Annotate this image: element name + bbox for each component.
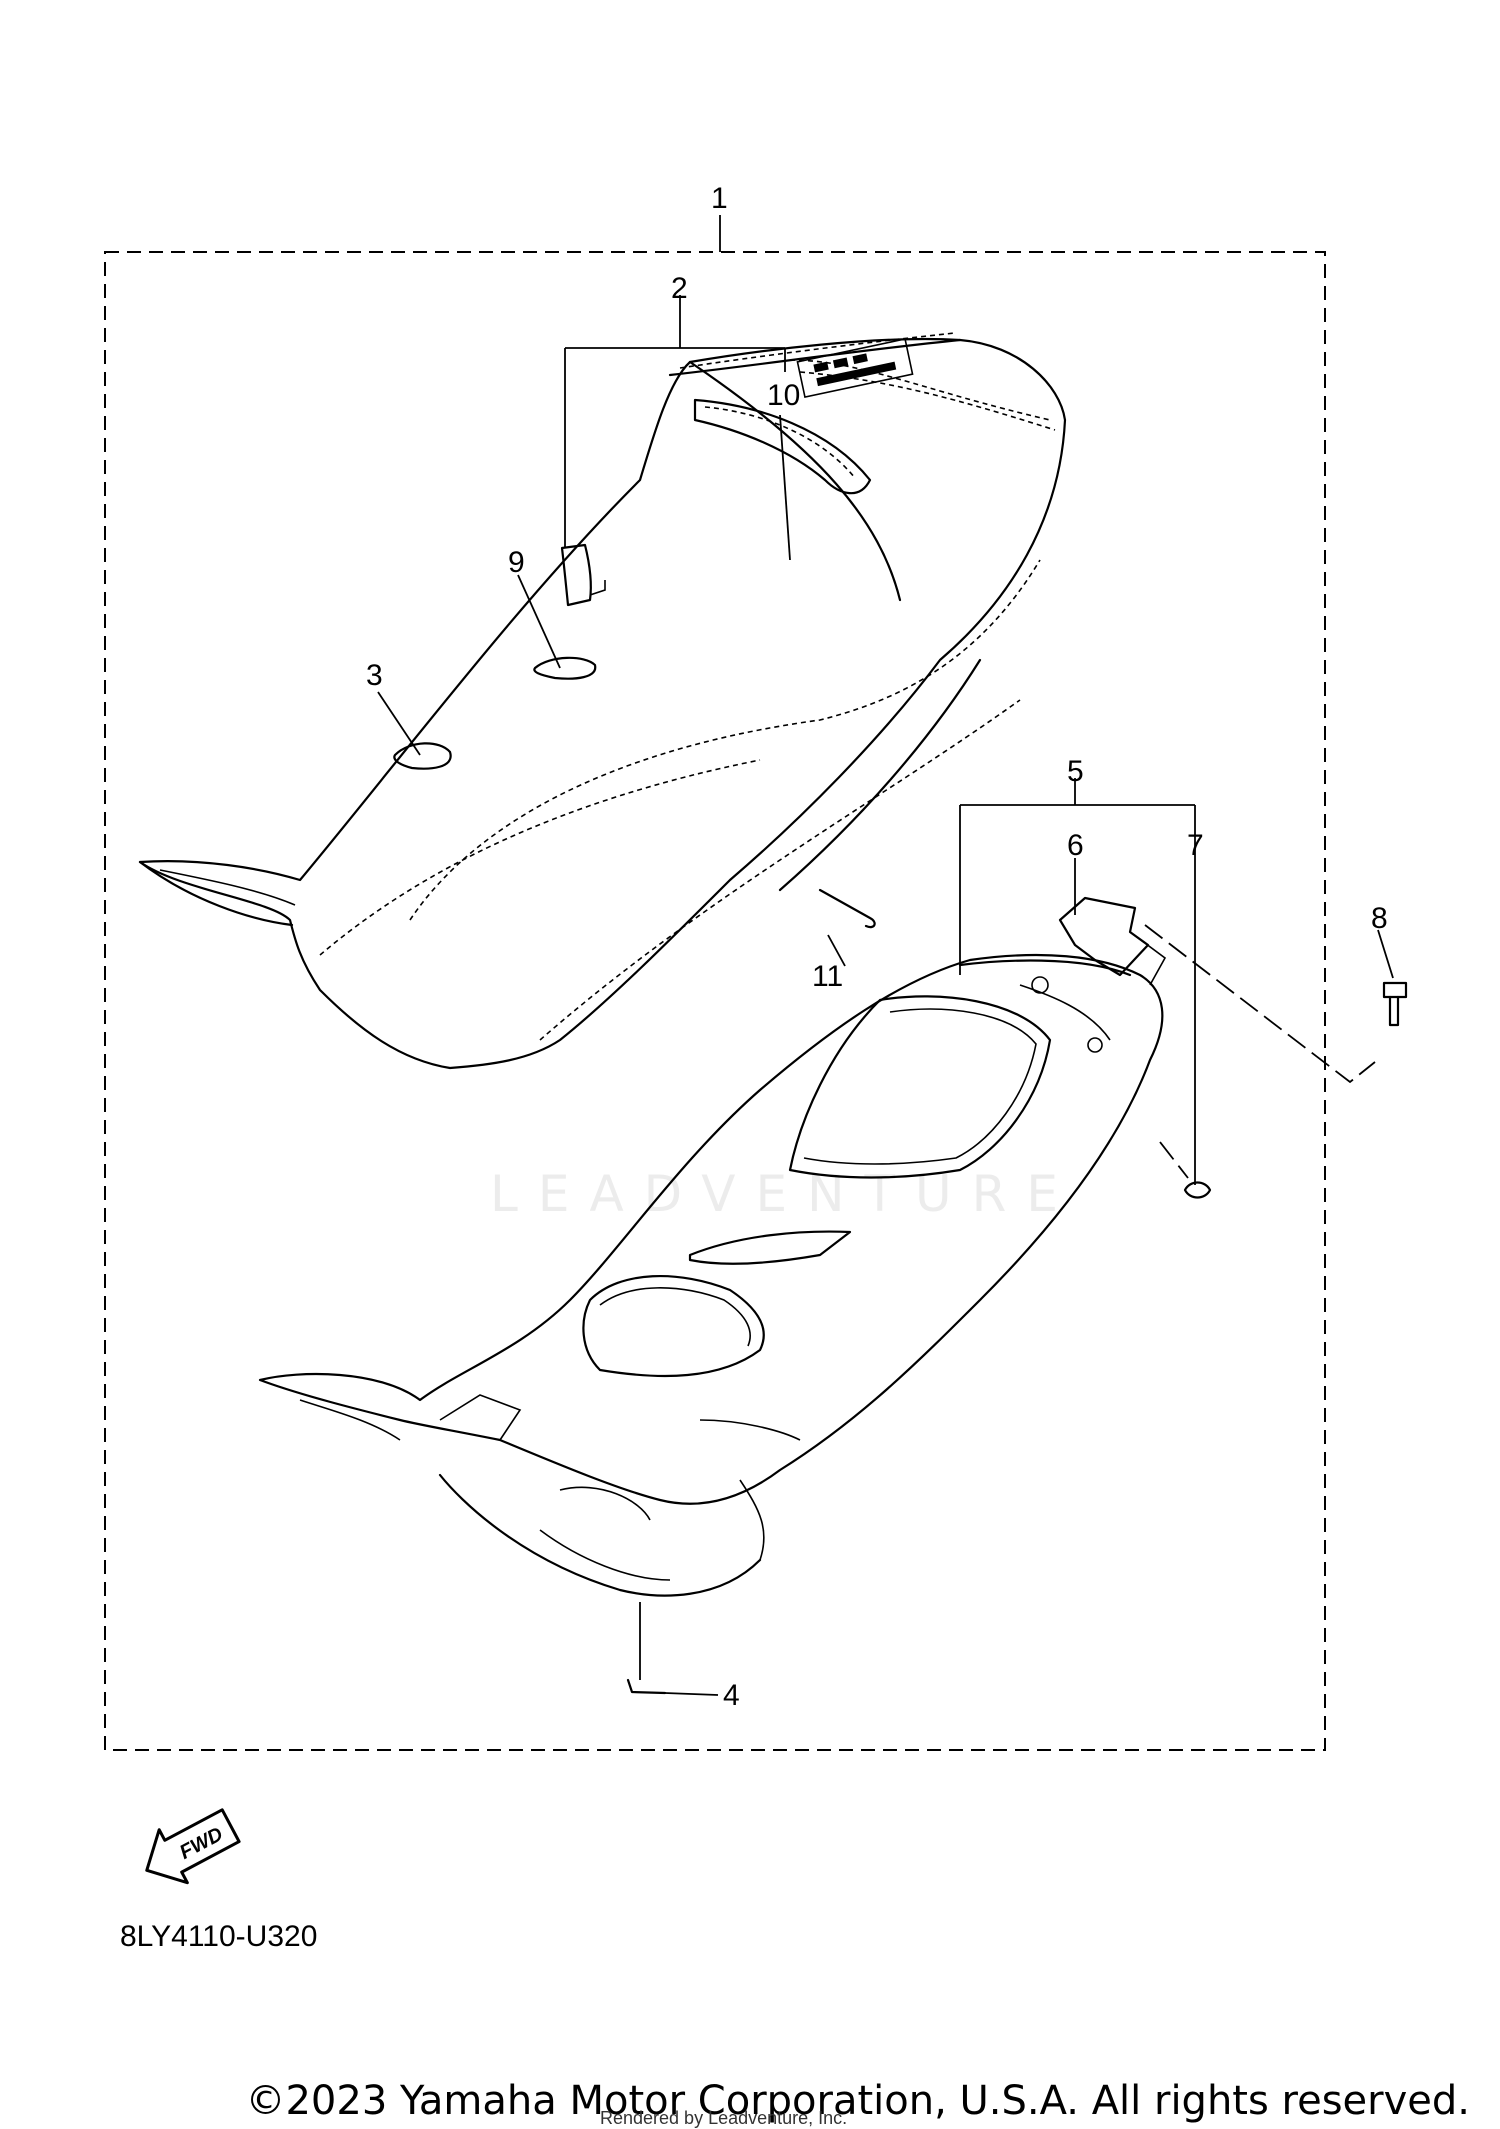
callout-8: 8 bbox=[1371, 902, 1388, 935]
seat-emblem-9 bbox=[533, 656, 597, 680]
seat-tab bbox=[560, 543, 592, 607]
seat-logo bbox=[796, 338, 914, 398]
callout-6: 6 bbox=[1067, 829, 1084, 862]
pin-11 bbox=[818, 888, 876, 967]
diagram-code: 8LY4110-U320 bbox=[120, 1920, 318, 1953]
bracket-6 bbox=[1058, 896, 1167, 986]
callout-11: 11 bbox=[812, 960, 843, 993]
callout-10: 10 bbox=[767, 379, 800, 412]
watermark: LEADVENTURE bbox=[490, 1165, 1078, 1223]
callout-5: 5 bbox=[1067, 755, 1084, 788]
copyright-notice: ©2023 Yamaha Motor Corporation, U.S.A. A… bbox=[245, 2078, 1470, 2124]
callout-2: 2 bbox=[671, 272, 688, 305]
callout-3: 3 bbox=[366, 659, 383, 692]
grab-strap bbox=[693, 398, 872, 495]
callout-4: 4 bbox=[723, 1679, 740, 1712]
grommet-7 bbox=[1183, 1181, 1212, 1199]
callout-9: 9 bbox=[508, 546, 525, 579]
clip-4 bbox=[626, 1678, 667, 1695]
callout-1: 1 bbox=[711, 182, 728, 215]
seat-emblem-3 bbox=[393, 742, 452, 770]
render-credit: Rendered by Leadventure, Inc. bbox=[600, 2108, 848, 2128]
assembly-boundary bbox=[104, 251, 1326, 1751]
seat-base bbox=[258, 953, 1164, 1597]
fwd-arrow-icon: FWD bbox=[145, 1808, 241, 1885]
seat-assembly bbox=[138, 295, 1067, 1070]
callout-7: 7 bbox=[1187, 829, 1204, 862]
bolt-8 bbox=[1382, 981, 1408, 1027]
